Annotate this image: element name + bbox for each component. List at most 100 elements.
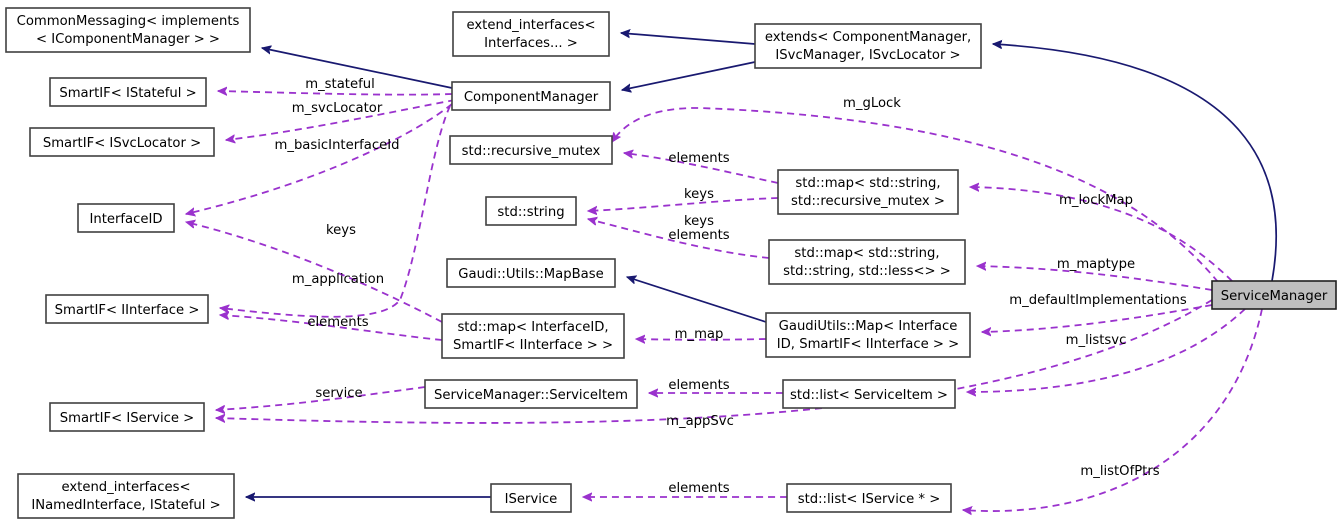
node-label-line1: std::map< std::string, [794,246,939,261]
node-smartif_istateful[interactable]: SmartIF< IStateful > [49,77,207,107]
edge-elements-iinterface [220,315,443,341]
node-list_iservice_ptr[interactable]: std::list< IService * > [786,483,952,513]
node-label-line2: ID, SmartIF< IInterface > > [777,337,959,352]
node-std_map_interfaceid[interactable]: std::map< InterfaceID,SmartIF< IInterfac… [441,313,625,359]
node-label: InterfaceID [89,212,162,227]
node-box [777,169,959,215]
node-smartif_iinterface[interactable]: SmartIF< IInterface > [45,294,209,324]
edge-extends-to-componentmanager [622,61,756,90]
node-label: ComponentManager [464,90,599,105]
node-box [451,81,611,111]
edge-label-m_application: m_application [292,272,384,287]
edge-label-m_stateful: m_stateful [305,77,375,92]
edge-m-appsvc [216,299,1213,424]
edge-keys-string-1 [588,197,779,211]
edge-m-glock [611,107,1219,283]
node-box [17,473,235,519]
node-map_string_string[interactable]: std::map< std::string,std::string, std::… [768,239,966,285]
edge-componentmanager-to-commonmessaging [262,48,453,89]
edge-gaudiutilsmap-to-mapbase [627,277,767,323]
node-box [45,294,209,324]
node-label: std::recursive_mutex [462,144,601,159]
edge-servicemanager-to-extends [993,44,1278,282]
node-servicemanager[interactable]: ServiceManager [1211,280,1337,310]
node-label: SmartIF< IInterface > [55,303,200,318]
node-serviceitem[interactable]: ServiceManager::ServiceItem [424,379,638,409]
node-label: SmartIF< ISvcLocator > [43,136,201,151]
edge-extends-to-extendinterfaces [621,33,756,45]
node-box [446,258,616,288]
node-commonmessaging[interactable]: CommonMessaging< implements < IComponentM… [5,7,251,53]
node-mapbase[interactable]: Gaudi::Utils::MapBase [446,258,616,288]
usage-edges [186,91,1263,511]
node-label: Gaudi::Utils::MapBase [458,267,603,282]
node-box [768,239,966,285]
node-box [490,483,572,513]
node-label-line1: CommonMessaging< implements [17,14,240,29]
node-list_serviceitem[interactable]: std::list< ServiceItem > [782,379,956,409]
node-label-line1: extend_interfaces< [466,18,595,33]
edge-m-maptype [977,266,1213,291]
node-gaudiutils_map[interactable]: GaudiUtils::Map< InterfaceID, SmartIF< I… [765,312,971,358]
edge-m-application [220,105,451,318]
edge-m-listsvc [967,308,1246,392]
node-extends_cm[interactable]: extends< ComponentManager,ISvcManager, I… [754,23,982,69]
node-label: std::list< IService * > [798,492,941,507]
edge-label-m_appSvc: m_appSvc [666,414,734,429]
node-label-line1: std::map< std::string, [795,176,940,191]
edge-m-map [636,339,767,340]
edge-label-keys_string_2: keys [684,214,714,229]
edge-m-stateful [218,91,453,95]
node-label-line1: extend_interfaces< [61,480,190,495]
node-box [782,379,956,409]
edge-elements-mutex [624,153,779,184]
node-label-line1: extends< ComponentManager, [765,30,971,45]
node-smartif_iservice[interactable]: SmartIF< IService > [49,402,205,432]
edge-label-keys_string_1: keys [684,187,714,202]
node-componentmanager[interactable]: ComponentManager [451,81,611,111]
edge-label-elements_string: elements [668,228,729,243]
node-label: SmartIF< IStateful > [59,86,196,101]
edge-label-m_basicInterfaceId: m_basicInterfaceId [275,138,400,153]
node-box [49,402,205,432]
node-label-line2: std::recursive_mutex > [791,194,945,209]
edge-label-elements_iinterface: elements [307,315,368,330]
edge-m-basicinterfaceid [186,103,453,214]
inheritance-edges [246,33,1278,497]
node-box [49,77,207,107]
node-std_string[interactable]: std::string [485,196,577,226]
node-box [29,127,215,157]
node-label-line1: GaudiUtils::Map< Interface [779,319,958,334]
edge-label-m_map: m_map [675,327,724,342]
node-box [485,196,577,226]
node-box [452,11,610,57]
node-smartif_isvclocator[interactable]: SmartIF< ISvcLocator > [29,127,215,157]
node-box [449,135,613,165]
node-label-line2: SmartIF< IInterface > > [453,338,613,353]
edge-label-elements_iservice: elements [668,481,729,496]
node-map_string_mutex[interactable]: std::map< std::string,std::recursive_mut… [777,169,959,215]
edge-label-m_listOfPtrs: m_listOfPtrs [1080,464,1159,479]
node-box [765,312,971,358]
edge-label-service: service [315,386,362,401]
node-box [754,23,982,69]
edge-m-defaultimplementations [982,304,1213,332]
node-label-line2: std::string, std::less<> > [783,264,951,279]
node-label: std::list< ServiceItem > [790,388,948,403]
node-label: std::string [497,205,564,220]
edge-m-listofptrs [963,308,1263,511]
node-extend_interfaces_variadic[interactable]: extend_interfaces<Interfaces... > [452,11,610,57]
node-iservice[interactable]: IService [490,483,572,513]
node-recursive_mutex[interactable]: std::recursive_mutex [449,135,613,165]
node-label: ServiceManager [1221,289,1328,304]
node-label-line2: < IComponentManager > > [36,32,220,47]
node-label: ServiceManager::ServiceItem [434,388,628,403]
node-interfaceid[interactable]: InterfaceID [77,203,175,233]
edge-label-keys_interfaceid: keys [326,223,356,238]
node-extend_interfaces_named[interactable]: extend_interfaces<INamedInterface, IStat… [17,473,235,519]
edge-label-elements_serviceitem: elements [668,378,729,393]
edge-keys-elements-string [588,219,770,259]
edge-label-m_gLock: m_gLock [843,96,901,111]
